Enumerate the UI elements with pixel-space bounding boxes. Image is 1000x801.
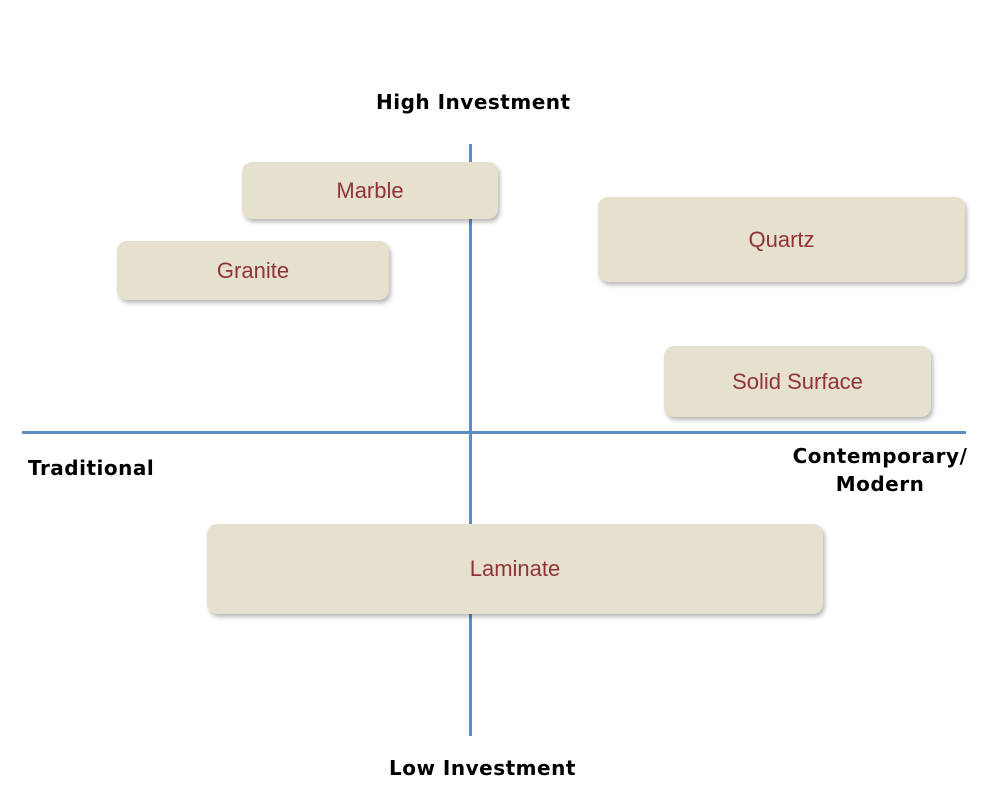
axis-label-high-investment: High Investment bbox=[376, 90, 571, 114]
material-box-marble: Marble bbox=[242, 162, 498, 219]
material-box-laminate: Laminate bbox=[207, 524, 823, 614]
axis-label-traditional: Traditional bbox=[28, 456, 155, 480]
material-label: Granite bbox=[216, 257, 290, 283]
material-label: Solid Surface bbox=[732, 368, 863, 394]
material-label: Laminate bbox=[469, 556, 561, 581]
axis-label-low-investment: Low Investment bbox=[389, 756, 576, 780]
material-box-solid-surface: Solid Surface bbox=[664, 346, 931, 417]
horizontal-axis-line bbox=[22, 431, 966, 434]
material-box-granite: Granite bbox=[117, 241, 389, 300]
material-box-quartz: Quartz bbox=[598, 197, 965, 282]
vertical-axis-line bbox=[469, 144, 472, 736]
material-label: Marble bbox=[336, 177, 404, 203]
axis-label-contemporary-modern: Contemporary/ Modern bbox=[792, 444, 968, 496]
material-label: Quartz bbox=[748, 226, 815, 252]
